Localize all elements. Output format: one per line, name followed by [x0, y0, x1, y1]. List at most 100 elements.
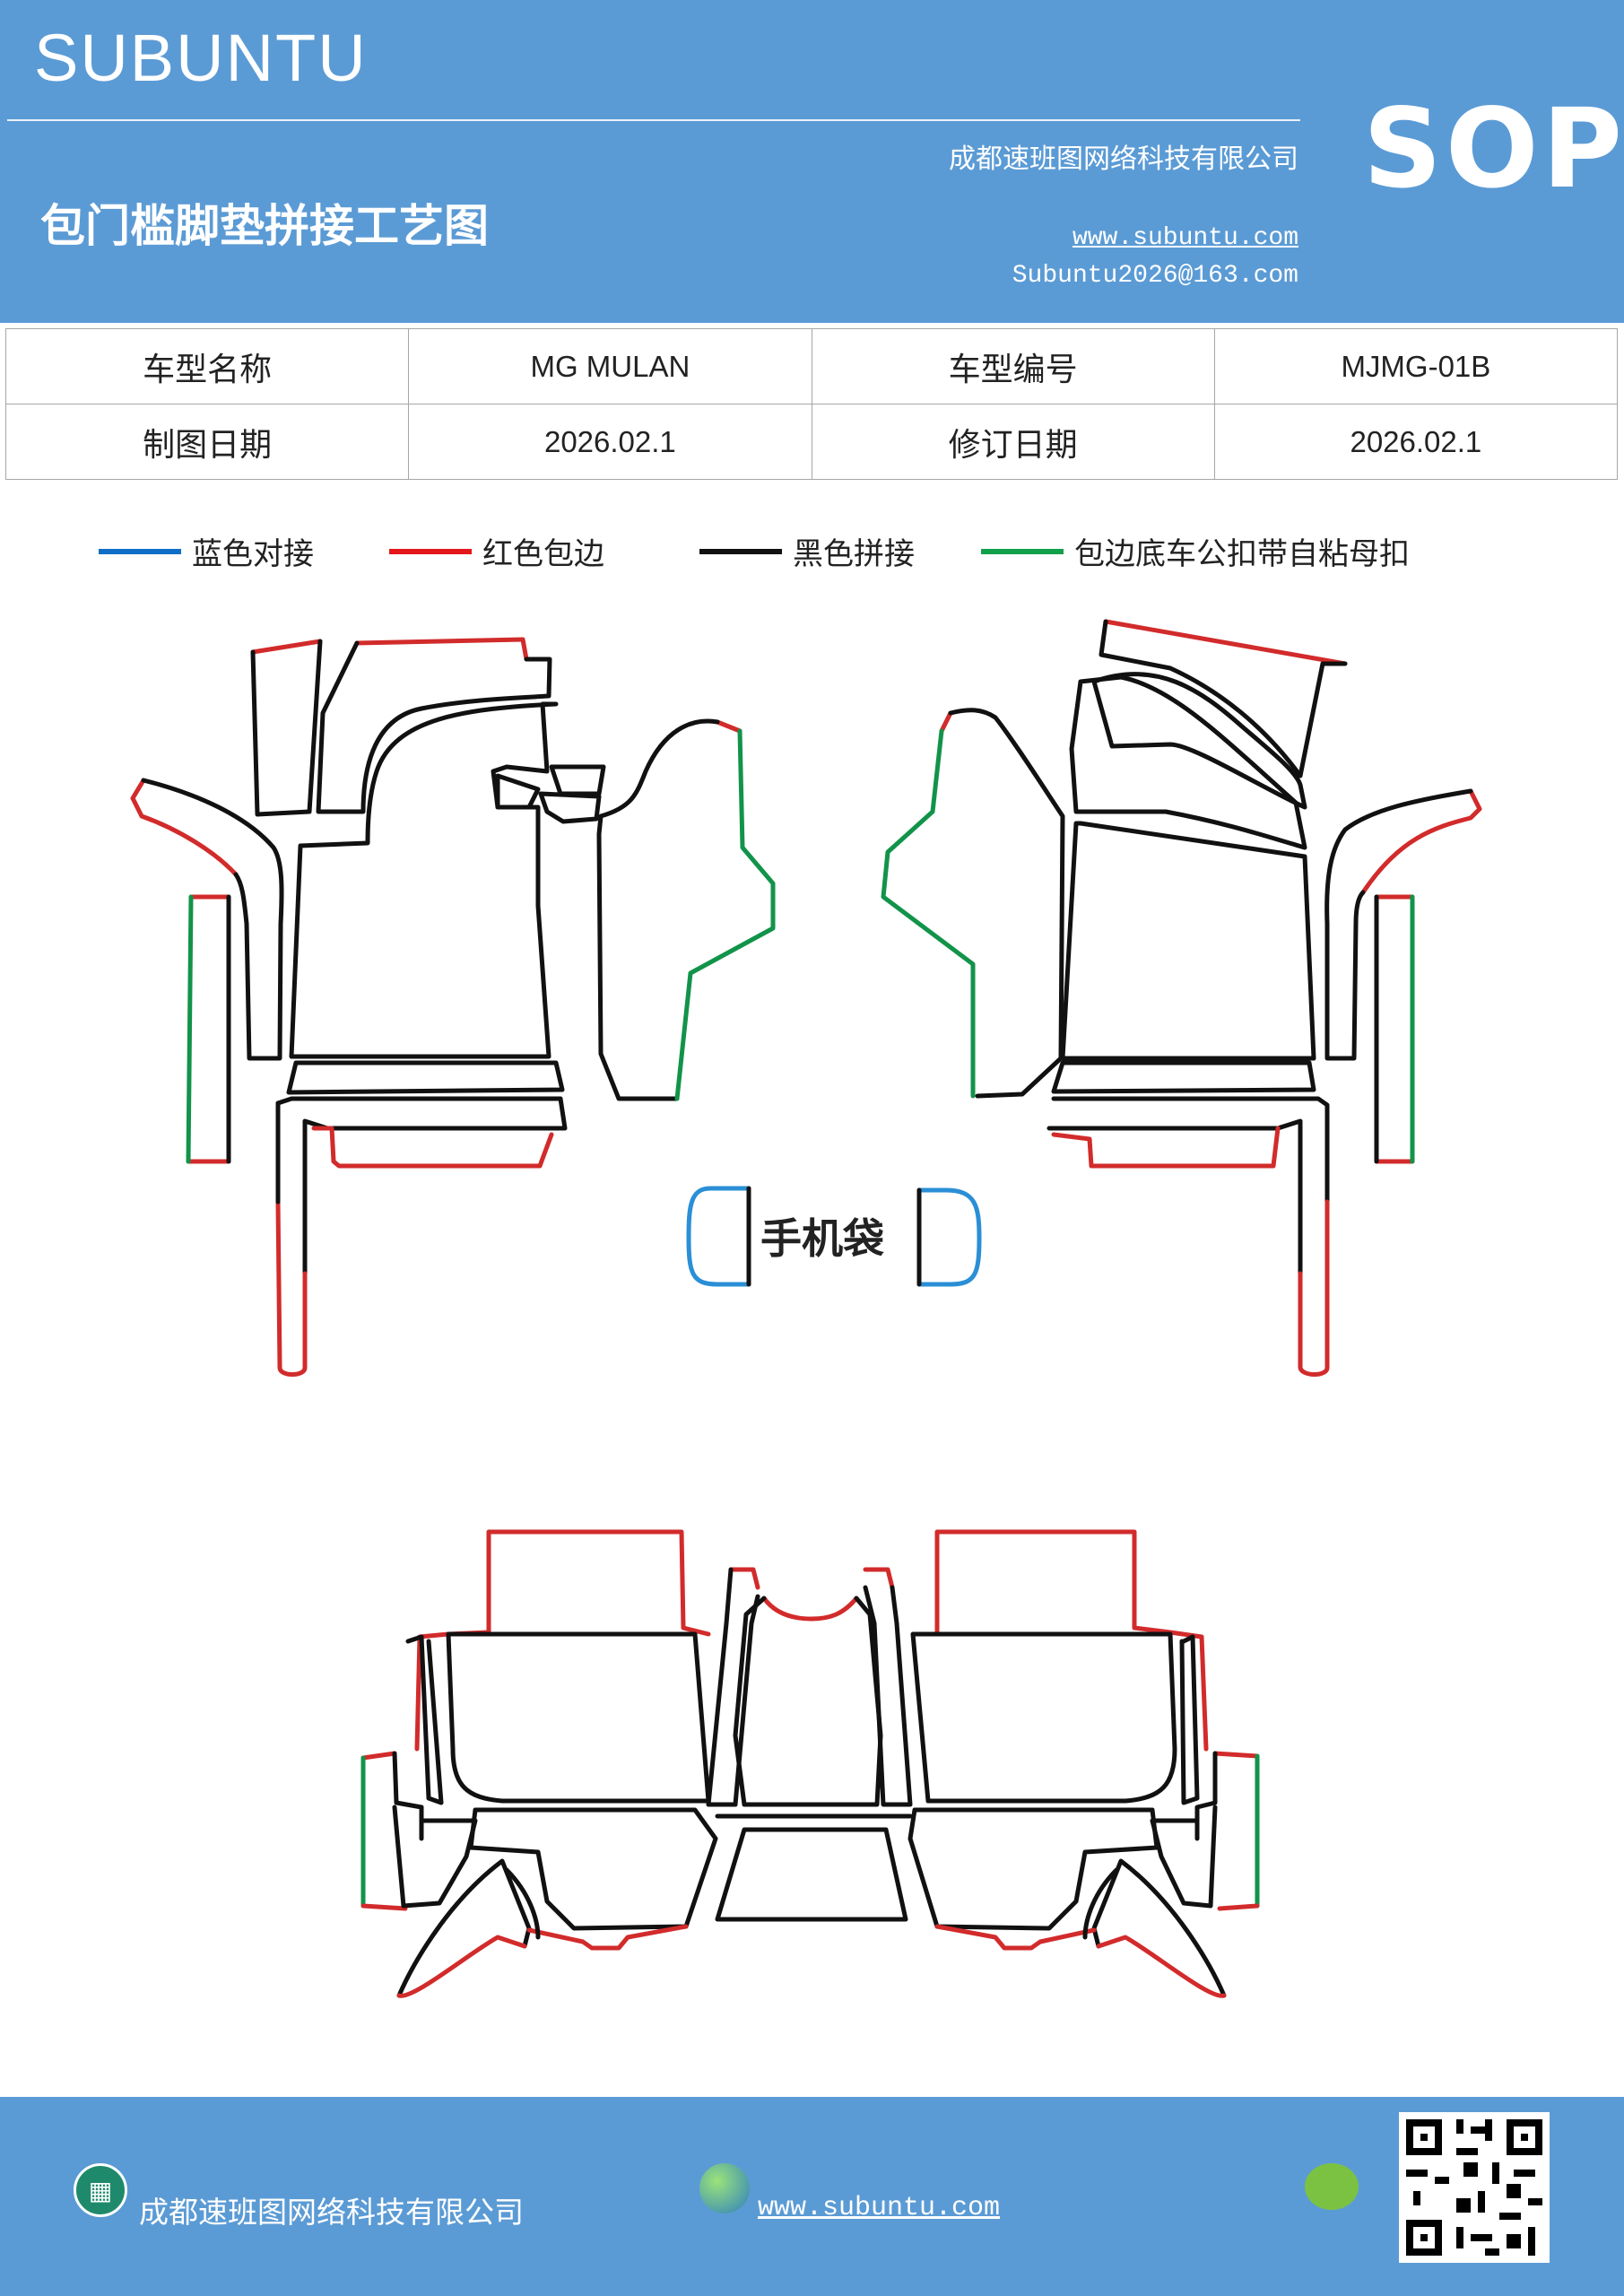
fr-arc [1324, 788, 1473, 1061]
legend-label: 黑色拼接 [793, 536, 915, 572]
rear-center-red [761, 1596, 859, 1622]
fl-seat-step [538, 791, 602, 824]
legend-item-green: 包边底车公扣带自粘母扣 [981, 529, 1410, 573]
rear-right-top-red [934, 1529, 1209, 1752]
rear-left-panel [446, 1631, 711, 1804]
header-banner [0, 0, 1624, 323]
building-icon: ▦ [74, 2163, 127, 2217]
rear-right-wing [1091, 1858, 1227, 1998]
rear-center-tunnel [715, 1827, 908, 1922]
rear-left-edge [392, 1751, 424, 1841]
fl-door [596, 718, 720, 1101]
rear-left-wing-black [504, 1867, 541, 1940]
page-title: 包门槛脚垫拼接工艺图 [40, 199, 489, 252]
footer-website-link[interactable]: www.subuntu.com [758, 2193, 1001, 2223]
qr-code-icon [1399, 2112, 1550, 2263]
model-code-label: 车型编号 [811, 328, 1215, 404]
legend-item-black: 黑色拼接 [699, 529, 915, 573]
fl-front-outline [250, 639, 323, 655]
revise-date-label: 修订日期 [811, 404, 1215, 480]
footer-company: 成都速班图网络科技有限公司 [139, 2195, 524, 2230]
model-code-value: MJMG-01B [1213, 328, 1619, 404]
fr-sill [1051, 1060, 1316, 1094]
fr-under-red [1051, 1126, 1281, 1169]
fl-main-outline [316, 640, 552, 814]
draw-date-label: 制图日期 [4, 404, 410, 480]
fl-side-strip [186, 894, 194, 1164]
fl-bottom-red [275, 1199, 308, 1377]
fr-top-piece [1091, 672, 1307, 810]
legend-label: 红色包边 [482, 536, 604, 572]
fr-side-strip [1374, 894, 1415, 1164]
front-left-mat-group [130, 637, 776, 1377]
brand-logo: SUBUNTU [34, 21, 368, 95]
fl-under-red [311, 1126, 554, 1169]
rear-right-lower [1150, 1805, 1218, 1909]
front-right-mat-group [881, 619, 1482, 1377]
revise-date-value: 2026.02.1 [1213, 404, 1619, 480]
rear-left-edge-red [360, 1751, 397, 1761]
fl-left-arc [141, 778, 284, 1061]
legend-label: 蓝色对接 [192, 536, 314, 572]
legend-swatch-black [699, 548, 782, 554]
rear-mat-group [360, 1529, 1260, 1998]
table-row: 制图日期 2026.02.1 修订日期 2026.02.1 [4, 404, 1619, 480]
fl-side-strip [186, 894, 231, 1164]
pouch-right [916, 1187, 982, 1287]
legend-swatch-blue [99, 548, 181, 554]
rear-right-strip [1179, 1634, 1200, 1805]
pouch-label: 手机袋 [760, 1214, 884, 1263]
fr-mid [1069, 674, 1307, 850]
fl-door-top [715, 719, 743, 734]
rear-center [733, 1596, 883, 1807]
rear-right-bottom-red [1217, 1903, 1260, 1911]
globe-icon [699, 2163, 750, 2213]
fr-top-red [1103, 619, 1348, 666]
fr-door-red [939, 710, 953, 734]
draw-date-value: 2026.02.1 [408, 404, 812, 480]
rear-center-right-pillar [863, 1585, 913, 1807]
fr-door [948, 708, 1065, 1099]
website-link[interactable]: www.subuntu.com [1072, 224, 1298, 252]
legend-swatch-green [981, 548, 1064, 554]
rear-left-lower [392, 1805, 478, 1909]
fl-seat-step [495, 773, 541, 810]
model-name-label: 车型名称 [4, 328, 410, 404]
fr-top-piece [1099, 619, 1348, 778]
legend-label: 包边底车公扣带自粘母扣 [1074, 536, 1410, 572]
legend-item-blue: 蓝色对接 [99, 529, 314, 573]
fr-arc-red [1360, 788, 1482, 895]
fl-seat-step [549, 764, 606, 796]
rear-left-strip [405, 1634, 444, 1805]
rear-center-left-pillar [728, 1567, 760, 1590]
rear-left-wing [396, 1858, 532, 1998]
rear-center-right-pillar [863, 1567, 895, 1590]
rear-center-left-pillar [706, 1567, 760, 1807]
sop-badge: SOP [1363, 85, 1624, 213]
color-legend: 蓝色对接 红色包边 黑色拼接 包边底车公扣带自粘母扣 [0, 529, 1624, 574]
rear-right-wing-red [934, 1924, 1227, 1998]
rear-left-bottom-red [360, 1903, 408, 1911]
pouch-left [686, 1186, 751, 1287]
rear-right-edge-red [1212, 1751, 1260, 1759]
rear-left-top-red [414, 1529, 711, 1752]
fr-bottom-red [1298, 1199, 1330, 1377]
fr-door-green [881, 728, 976, 1099]
company-name: 成都速班图网络科技有限公司 [949, 144, 1298, 175]
email-address[interactable]: Subuntu2026@163.com [1012, 262, 1298, 290]
rear-left-wing-red [396, 1924, 689, 1998]
rear-right-wing-black [1082, 1867, 1119, 1940]
fl-sill [286, 1060, 565, 1095]
legend-item-red: 红色包边 [389, 529, 604, 573]
rear-left-mid [468, 1807, 718, 1931]
fr-bottom-sill [1046, 1096, 1330, 1276]
fl-bottom-left-sill [275, 1096, 568, 1276]
fl-front-outline [250, 639, 323, 817]
fl-left-arc-top [130, 778, 239, 877]
vehicle-info-table: 车型名称 MG MULAN 车型编号 MJMG-01B 制图日期 2026.02… [4, 328, 1619, 480]
fl-door-green [674, 728, 776, 1101]
wechat-icon [1305, 2163, 1359, 2210]
fl-main-top [354, 637, 529, 662]
model-name-value: MG MULAN [408, 328, 812, 404]
